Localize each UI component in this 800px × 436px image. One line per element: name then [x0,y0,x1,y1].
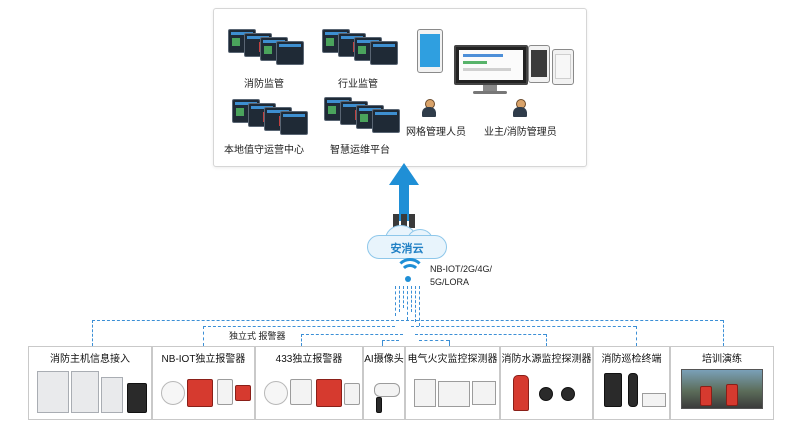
training-photo [681,369,763,409]
platform-panel: 消防监管 行业监管 本地值守运营中心 智慧运维平台 网格管理人员 业 [213,8,587,167]
device-433-alarm: 433独立报警器 [255,346,363,420]
label-standalone-alarm: 独立式 报警器 [229,331,286,341]
monitor-stand [483,85,497,91]
network-protocols-line1: NB-IOT/2G/4G/ [430,264,493,274]
device-nbiot-alarm: NB-IOT独立报警器 [152,346,255,420]
dashboard-screen [280,111,308,135]
device-label: 培训演练 [702,354,742,365]
label-local-duty-center: 本地值守运营中心 [224,145,304,156]
device-label: 消防主机信息接入 [50,354,130,365]
cloud-name: 安消云 [390,243,424,255]
device-patrol-terminal: 消防巡检终端 [593,346,670,420]
label-fire-monitoring: 消防监管 [244,79,284,90]
water-detector-icons [505,367,588,415]
patrol-terminal-icons [598,367,666,415]
device-water-source-detector: 消防水源监控探测器 [500,346,593,420]
device-label: 消防水源监控探测器 [501,354,592,365]
network-protocols-line2: 5G/LORA [430,277,470,287]
device-electric-fire-detector: 电气火灾监控探测器 [405,346,500,420]
server-icon [393,214,417,228]
device-label: 电气火灾监控探测器 [407,354,498,365]
fire-host-cabinet-icons [33,367,147,415]
device-training-drill: 培训演练 [670,346,774,420]
label-smart-ops-platform: 智慧运维平台 [330,145,390,156]
label-grid-manager: 网格管理人员 [406,127,466,138]
electric-detector-icons [410,367,496,415]
owner-manager-person-icon [512,99,528,117]
mobile-phone [417,29,443,73]
camera-icon [368,367,400,415]
cloud-icon: 安消云 [367,225,447,259]
device-label: AI摄像头 [364,354,404,365]
device-ai-camera: AI摄像头 [363,346,405,420]
device-label: 433独立报警器 [275,354,343,365]
433-alarm-icons [260,367,360,415]
dashboard-screen [276,41,304,65]
desktop-monitor [454,45,528,85]
monitor-base [473,91,507,94]
dashboard-screen [370,41,398,65]
dashboard-screen [372,109,400,133]
device-label: NB-IOT独立报警器 [161,354,246,365]
wifi-icon [395,258,425,282]
label-owner-manager: 业主/消防管理员 [484,127,557,138]
label-industry-monitoring: 行业监管 [338,79,378,90]
device-label: 消防巡检终端 [601,354,662,365]
upload-arrow-head [389,163,419,185]
upload-arrow-shaft [399,183,409,221]
mobile-phone [528,45,550,83]
nbiot-alarm-icons [157,367,251,415]
grid-manager-person-icon [421,99,437,117]
mobile-phone [552,49,574,85]
device-fire-host: 消防主机信息接入 [28,346,152,420]
